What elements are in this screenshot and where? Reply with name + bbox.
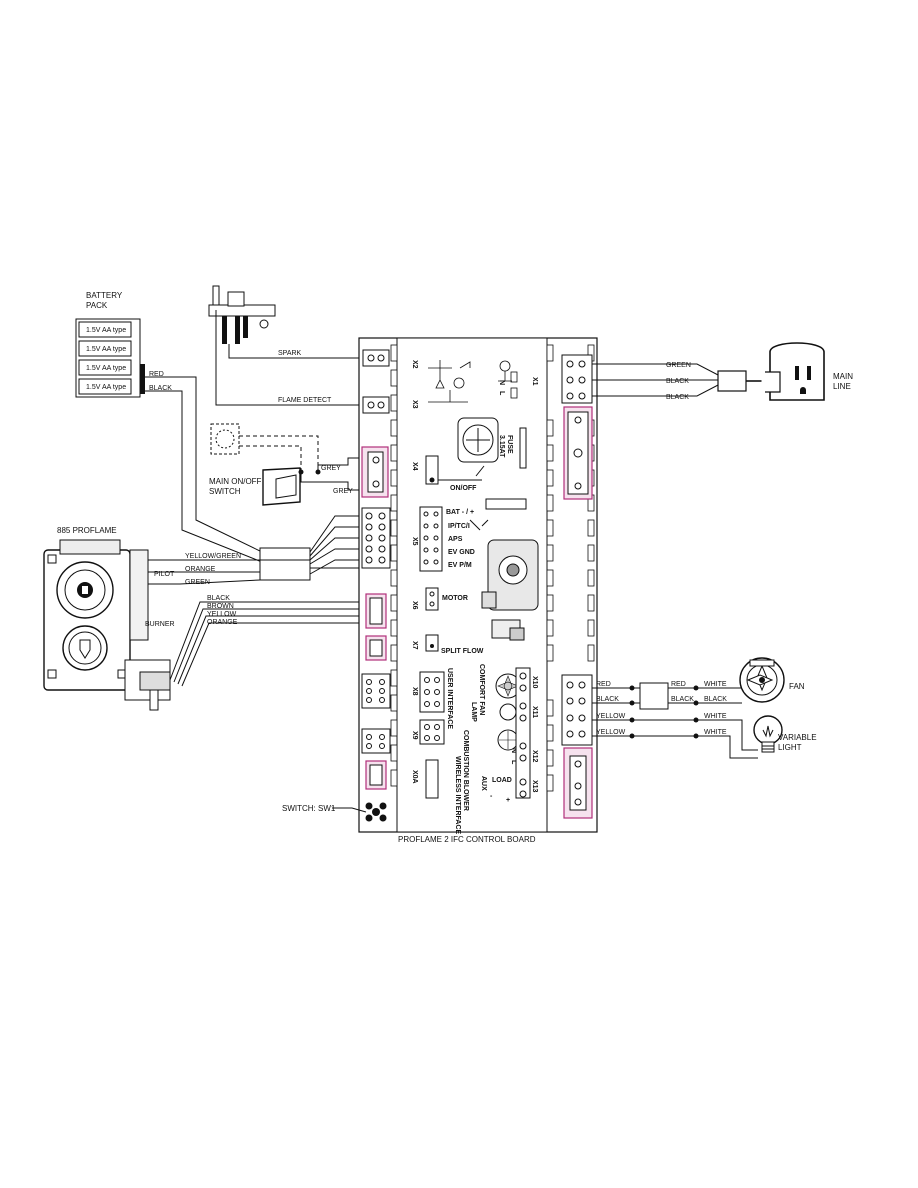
wire-label-main-green: GREEN bbox=[666, 362, 691, 369]
connector-x2: X2 bbox=[411, 360, 418, 369]
board-title: PROFLAME 2 IFC CONTROL BOARD bbox=[398, 835, 536, 844]
board-valve-drawing bbox=[481, 539, 539, 641]
switch-sw1-label: SWITCH: SW1 bbox=[282, 804, 336, 813]
label-motor: MOTOR bbox=[442, 595, 468, 602]
battery-title-2: PACK bbox=[86, 301, 108, 310]
fuse-rating: 3.15AT bbox=[498, 435, 505, 458]
label-split-flow: SPLIT FLOW bbox=[441, 648, 484, 655]
connector-x8: X8 bbox=[411, 687, 418, 696]
label-wireless-interface: WIRELESS INTERFACE bbox=[454, 756, 461, 835]
wire-label-yellow: YELLOW bbox=[207, 611, 237, 618]
wire-label-burner: BURNER bbox=[145, 621, 175, 628]
wire-label-flame-detect: FLAME DETECT bbox=[278, 397, 332, 404]
battery-cell: 1.5V AA type bbox=[86, 327, 126, 334]
label-ev-gnd: EV GND bbox=[448, 549, 475, 556]
main-line-label-2: LINE bbox=[833, 382, 851, 391]
label-lamp: LAMP bbox=[470, 702, 477, 722]
proflame-885-valve: 885 PROFLAME bbox=[43, 526, 171, 711]
label-n: N bbox=[498, 380, 505, 385]
label-l2: L bbox=[510, 760, 517, 765]
connector-x12: X12 bbox=[531, 750, 538, 763]
wire-label-light-white: WHITE bbox=[704, 729, 727, 736]
battery-cell: 1.5V AA type bbox=[86, 346, 126, 353]
label-minus: - bbox=[490, 793, 493, 800]
fuse-label: FUSE bbox=[506, 435, 513, 454]
connector-x13: X13 bbox=[531, 780, 538, 793]
battery-cell: 1.5V AA type bbox=[86, 365, 126, 372]
wire-label-fan-black-2: BLACK bbox=[671, 696, 694, 703]
main-switch-label-1: MAIN ON/OFF bbox=[209, 477, 262, 486]
fan-label: FAN bbox=[789, 682, 805, 691]
main-line-plug bbox=[717, 342, 829, 401]
connector-x9: X9 bbox=[411, 731, 418, 740]
main-line-label-1: MAIN bbox=[833, 372, 853, 381]
label-l: L bbox=[498, 391, 505, 396]
wire-label-black: BLACK bbox=[207, 595, 230, 602]
wire-label-yellow-green: YELLOW/GREEN bbox=[185, 553, 241, 560]
wire-label-light-yellow: YELLOW bbox=[596, 729, 626, 736]
battery-pack: BATTERY PACK 1.5V AA type 1.5V AA type 1… bbox=[75, 291, 145, 398]
wire-label-fan-red-2: RED bbox=[671, 681, 686, 688]
label-ev-pm: EV P/M bbox=[448, 562, 472, 569]
wire-label-pilot: PILOT bbox=[154, 571, 175, 578]
connector-x10: X10 bbox=[531, 676, 538, 689]
control-board: X2 X3 X4 X5 X6 X7 X8 X9 X0A X1 X10 X11 X… bbox=[358, 337, 598, 835]
wire-label-orange: ORANGE bbox=[207, 619, 238, 626]
label-user-interface: USER INTERFACE bbox=[446, 668, 453, 729]
wire-label-light-white: WHITE bbox=[704, 713, 727, 720]
label-combustion-blower: COMBUSTION BLOWER bbox=[462, 730, 469, 811]
wire-label-red: RED bbox=[149, 371, 164, 378]
wire-label-spark: SPARK bbox=[278, 350, 302, 357]
wire-label-light-yellow: YELLOW bbox=[596, 713, 626, 720]
wire-label-main-black: BLACK bbox=[666, 378, 689, 385]
connector-x5: X5 bbox=[411, 537, 418, 546]
battery-cell: 1.5V AA type bbox=[86, 384, 126, 391]
battery-title-1: BATTERY bbox=[86, 291, 123, 300]
proflame-label: 885 PROFLAME bbox=[57, 526, 117, 535]
connector-x7: X7 bbox=[411, 641, 418, 650]
label-aps: APS bbox=[448, 536, 463, 543]
wire-label-brown: BROWN bbox=[207, 603, 234, 610]
connector-x3: X3 bbox=[411, 400, 418, 409]
connector-x11: X11 bbox=[531, 706, 538, 718]
wire-label-fan-black-3: BLACK bbox=[704, 696, 727, 703]
wire-label-grey-2: GREY bbox=[333, 488, 353, 495]
wire-label-main-black: BLACK bbox=[666, 394, 689, 401]
wire-label-green: GREEN bbox=[185, 579, 210, 586]
wire-label-grey-1: GREY bbox=[321, 465, 341, 472]
variable-light-bulb bbox=[753, 715, 783, 753]
wire-label-orange: ORANGE bbox=[185, 566, 216, 573]
light-label-1: VARIABLE bbox=[778, 733, 817, 742]
light-label-2: LIGHT bbox=[778, 743, 802, 752]
label-aux: AUX bbox=[480, 776, 487, 791]
label-plus: + bbox=[506, 797, 510, 804]
connector-x0a: X0A bbox=[411, 770, 418, 784]
label-n2: N bbox=[510, 748, 517, 753]
label-ip-tc: IP/TC/I bbox=[448, 523, 470, 530]
wire-label-fan-red: RED bbox=[596, 681, 611, 688]
connector-x6: X6 bbox=[411, 601, 418, 610]
main-onoff-switch bbox=[210, 423, 321, 506]
label-comfort-fan: COMFORT FAN bbox=[478, 664, 485, 715]
pilot-assembly bbox=[208, 285, 276, 372]
connector-x1: X1 bbox=[531, 377, 538, 386]
label-onoff: ON/OFF bbox=[450, 485, 477, 492]
wire-label-fan-white: WHITE bbox=[704, 681, 727, 688]
wire-label-black: BLACK bbox=[149, 385, 172, 392]
fan bbox=[739, 657, 785, 703]
wire-label-fan-black: BLACK bbox=[596, 696, 619, 703]
main-switch-label-2: SWITCH bbox=[209, 487, 241, 496]
label-bat: BAT - / + bbox=[446, 509, 474, 516]
label-load: LOAD bbox=[492, 777, 512, 784]
connector-x4: X4 bbox=[411, 462, 418, 471]
